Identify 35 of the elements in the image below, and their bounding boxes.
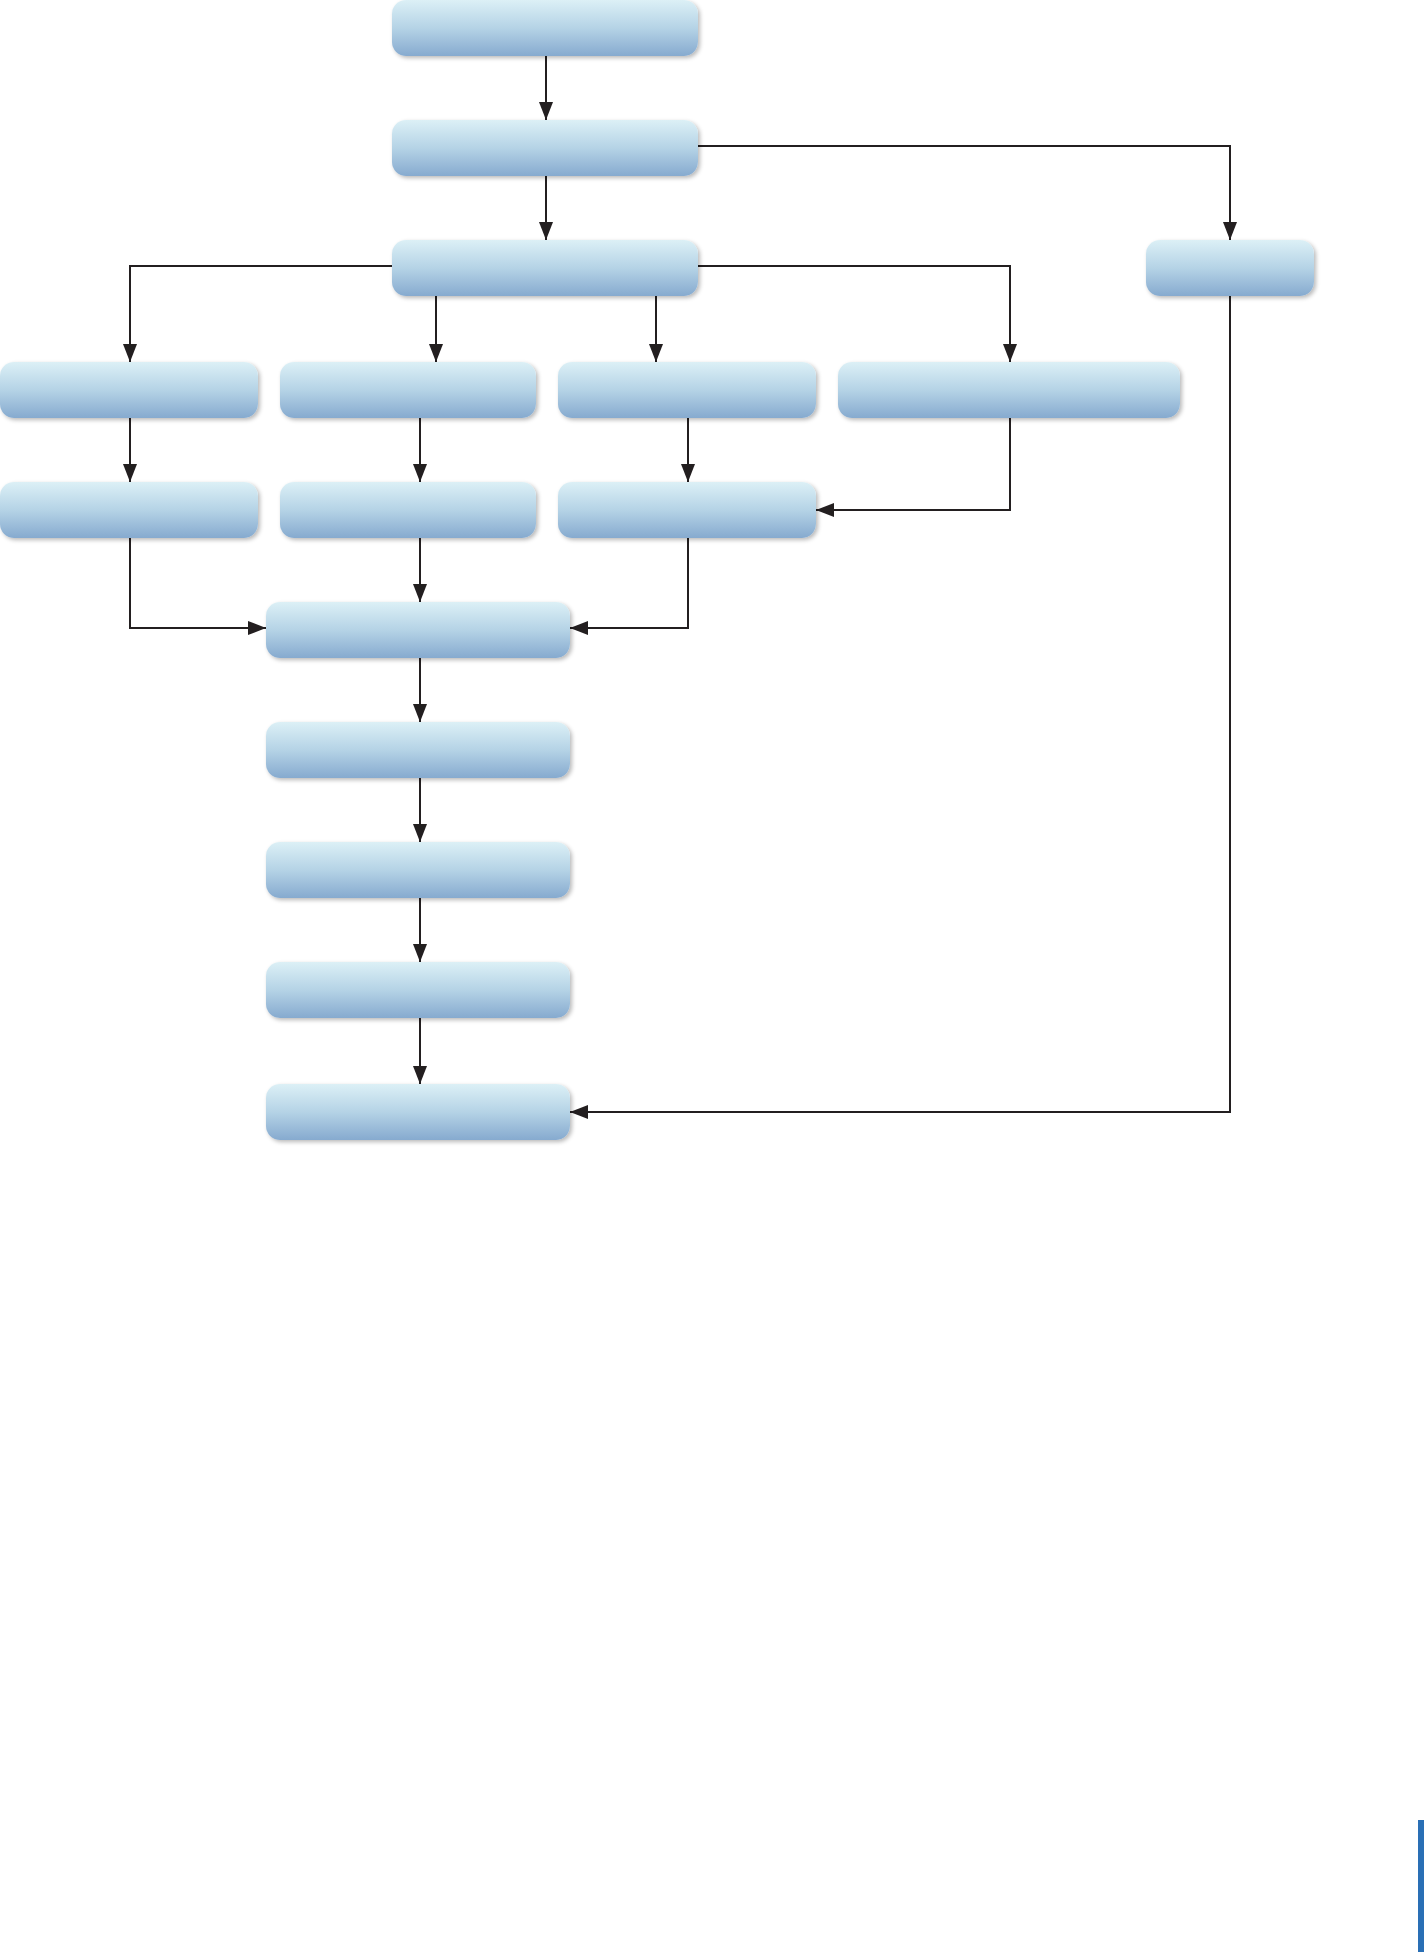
process-box [558, 362, 816, 418]
process-box [838, 362, 1180, 418]
arrow [539, 55, 553, 121]
arrow [413, 537, 427, 603]
arrow [123, 265, 393, 363]
process-box [266, 962, 570, 1018]
arrow [413, 1017, 427, 1085]
arrow [413, 417, 427, 483]
process-box [392, 0, 698, 56]
arrow [123, 417, 137, 483]
arrow [697, 265, 1017, 363]
arrow [413, 897, 427, 963]
arrow [429, 295, 443, 363]
arrow [413, 657, 427, 723]
process-box [266, 842, 570, 898]
process-box [266, 602, 570, 658]
process-box [266, 722, 570, 778]
process-box [280, 482, 536, 538]
arrow [413, 777, 427, 843]
arrow [649, 295, 663, 363]
arrow [681, 417, 695, 483]
process-box [280, 362, 536, 418]
arrow [569, 537, 689, 635]
process-box [392, 120, 698, 176]
arrow [697, 145, 1237, 241]
process-box [266, 1084, 570, 1140]
process-box [0, 482, 258, 538]
process-box [558, 482, 816, 538]
process-box [0, 362, 258, 418]
arrow [815, 417, 1011, 517]
arrow [129, 537, 267, 635]
process-box [1146, 240, 1314, 296]
process-box [392, 240, 698, 296]
arrow [569, 295, 1231, 1119]
arrow [539, 175, 553, 241]
